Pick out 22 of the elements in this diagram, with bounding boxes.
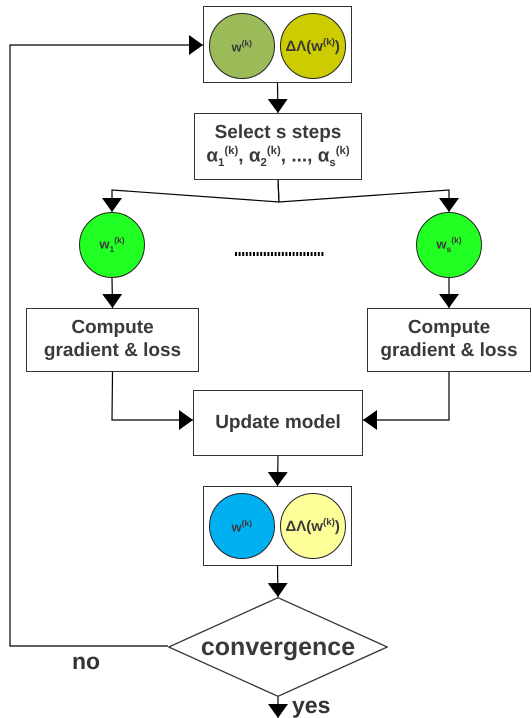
arrow bbox=[363, 372, 450, 430]
arrow bbox=[9, 35, 203, 647]
variable-circle: ΔΛ(w$^{(k)}$) bbox=[280, 12, 346, 79]
container-box bbox=[203, 486, 352, 566]
arrow bbox=[102, 278, 122, 308]
decision-diamond: convergence bbox=[168, 597, 388, 697]
arrow bbox=[268, 566, 288, 598]
arrow bbox=[268, 456, 288, 486]
process-box: Compute gradient & loss bbox=[367, 308, 531, 372]
container-box bbox=[203, 6, 352, 83]
arrow bbox=[268, 697, 288, 718]
variable-circle: w$^{(k)}$ bbox=[208, 492, 275, 559]
variable-circle: ΔΛ(w$^{(k)}$) bbox=[280, 492, 346, 559]
process-box: Compute gradient & loss bbox=[26, 308, 199, 372]
variable-circle: w$^{(k)}$ bbox=[208, 12, 275, 79]
arrow bbox=[111, 372, 193, 430]
step-label: Select s steps bbox=[214, 122, 342, 145]
arrow bbox=[439, 278, 459, 308]
process-box bbox=[194, 113, 362, 180]
process-box: Update model bbox=[193, 390, 363, 456]
arrow bbox=[268, 82, 288, 114]
arrow bbox=[277, 180, 459, 212]
